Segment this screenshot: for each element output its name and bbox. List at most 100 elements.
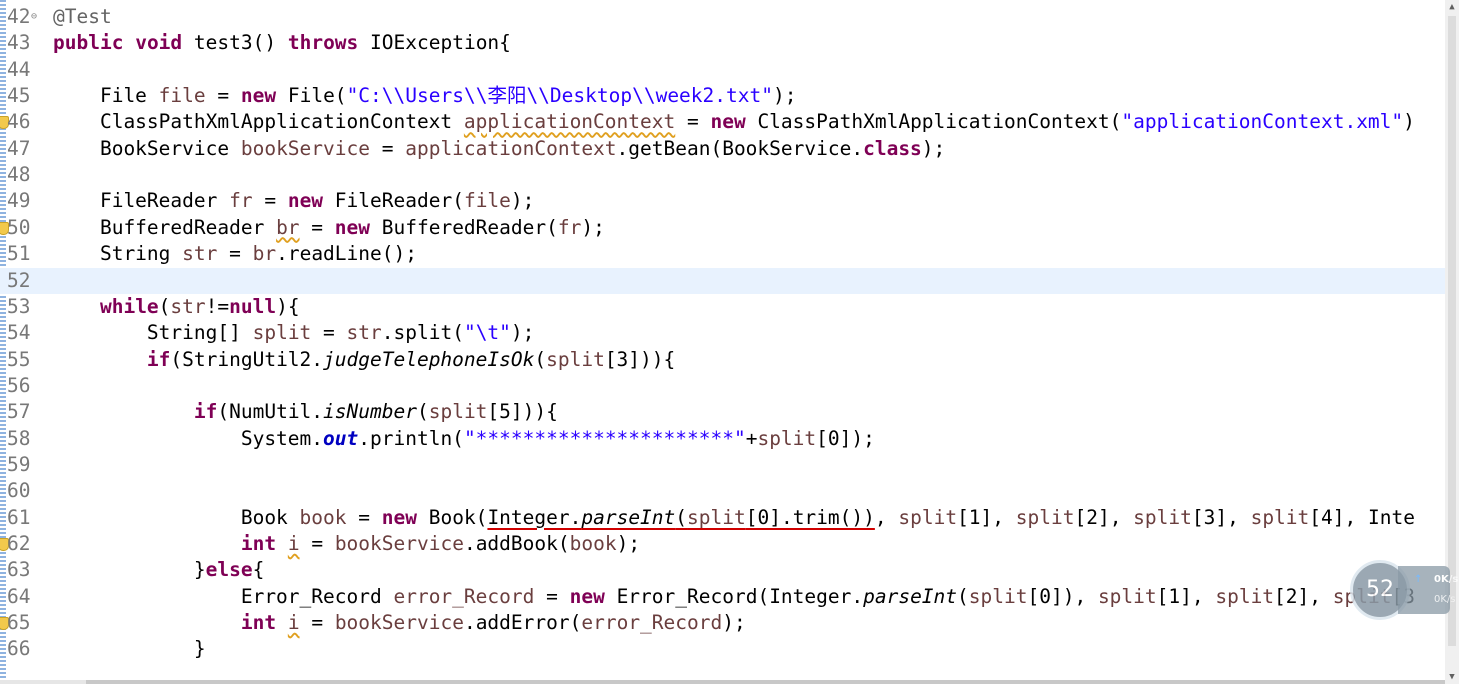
line-number: 53: [7, 294, 31, 318]
code-token: [53, 295, 100, 318]
code-line[interactable]: 56: [0, 373, 1445, 399]
code-token: "C:\\Users\\李阳\\Desktop\\week2.txt": [346, 84, 773, 108]
code-line[interactable]: 51 String str = br.readLine();: [0, 241, 1445, 267]
code-token: split: [687, 505, 746, 529]
upload-arrow-icon: ↑: [1414, 574, 1423, 585]
code-token: String: [53, 242, 183, 266]
code-line[interactable]: 63 }else{: [0, 557, 1445, 583]
code-token: split: [1250, 505, 1310, 529]
code-line[interactable]: 66 }: [0, 636, 1445, 662]
code-token: +: [745, 426, 758, 450]
code-line[interactable]: 62 int i = bookService.addBook(book);: [0, 531, 1445, 557]
code-token: split: [757, 426, 817, 450]
code-token: [53, 532, 241, 555]
line-number: 57: [7, 400, 31, 424]
code-text: BufferedReader br = new BufferedReader(f…: [53, 215, 605, 241]
code-line[interactable]: 60: [0, 478, 1445, 504]
code-line[interactable]: 64 Error_Record error_Record = new Error…: [0, 584, 1445, 610]
widget-value: 52: [1366, 577, 1394, 602]
line-number: 42: [7, 5, 31, 28]
code-token: );: [581, 215, 605, 239]
line-number: 66: [7, 637, 31, 661]
code-text: FileReader fr = new FileReader(file);: [53, 188, 534, 214]
code-token: applicationContext: [463, 110, 676, 134]
code-line[interactable]: 46 ClassPathXmlApplicationContext applic…: [0, 109, 1445, 135]
scroll-up-icon[interactable]: ▲: [1449, 2, 1455, 12]
code-line[interactable]: 55 if(StringUtil2.judgeTelephoneIsOk(spl…: [0, 347, 1445, 373]
code-token: BufferedReader(: [370, 215, 558, 239]
code-token: );: [510, 321, 535, 345]
code-token: throws: [287, 31, 359, 55]
code-token: Book(: [416, 505, 488, 529]
code-token: file: [158, 84, 206, 108]
code-token: =: [252, 189, 288, 213]
line-number: 60: [7, 479, 31, 503]
code-token: new: [381, 505, 417, 529]
line-number: 50: [7, 215, 31, 239]
fold-toggle-icon[interactable]: ⊖: [31, 11, 38, 22]
code-line[interactable]: 58 System.out.println("*****************…: [0, 426, 1445, 452]
code-token: =: [205, 84, 241, 108]
horizontal-scrollbar-thumb[interactable]: [86, 680, 1445, 684]
warning-marker-icon[interactable]: [0, 617, 9, 631]
code-token: =: [675, 110, 711, 134]
code-text: Book book = new Book(Integer.parseInt(sp…: [53, 505, 1415, 531]
code-line[interactable]: 45 File file = new File("C:\\Users\\李阳\\…: [0, 83, 1445, 109]
code-token: (: [416, 400, 429, 424]
code-token: [53, 611, 241, 634]
code-line[interactable]: 52: [0, 267, 1445, 294]
code-line[interactable]: 65 int i = bookService.addError(error_Re…: [0, 610, 1445, 636]
code-token: fr: [557, 215, 582, 239]
code-token: split: [252, 321, 312, 345]
code-token: );: [616, 532, 641, 555]
code-token: "\t": [463, 321, 511, 345]
line-number: 65: [7, 611, 31, 635]
code-line[interactable]: 42⊖ @Test: [0, 4, 1445, 30]
warning-marker-icon[interactable]: [0, 538, 9, 551]
code-line[interactable]: 48: [0, 162, 1445, 188]
code-token: test3(): [182, 31, 288, 55]
code-token: str: [170, 294, 206, 318]
code-text: }: [53, 636, 206, 662]
code-text: Error_Record error_Record = new Error_Re…: [53, 584, 1415, 610]
code-token: split: [1133, 505, 1192, 529]
line-number: 43: [7, 31, 31, 55]
code-token: (: [957, 584, 969, 608]
code-line[interactable]: 50 BufferedReader br = new BufferedReade…: [0, 215, 1445, 241]
code-line[interactable]: 49 FileReader fr = new FileReader(file);: [0, 188, 1445, 214]
code-token: =: [311, 321, 347, 345]
code-line[interactable]: 59: [0, 452, 1445, 478]
code-token: book: [299, 505, 347, 529]
line-number: 56: [7, 373, 31, 397]
code-token: split: [968, 584, 1028, 608]
line-number: 49: [7, 189, 31, 213]
warning-marker-icon[interactable]: [0, 116, 9, 130]
code-token: [276, 611, 288, 634]
code-line[interactable]: 53 while(str!=null){: [0, 294, 1445, 320]
code-token: BufferedReader: [53, 215, 277, 239]
scrollbar-thumb[interactable]: [1448, 16, 1456, 646]
vertical-scrollbar[interactable]: ▲ ▼: [1445, 0, 1459, 684]
code-line[interactable]: 47 BookService bookService = application…: [0, 136, 1445, 162]
code-token: (NumUtil.: [217, 400, 324, 424]
code-token: null: [229, 294, 277, 318]
code-token: ): [1403, 110, 1415, 134]
code-line[interactable]: 61 Book book = new Book(Integer.parseInt…: [0, 505, 1445, 531]
code-line[interactable]: 54 String[] split = str.split("\t");: [0, 320, 1445, 346]
code-line[interactable]: 57 if(NumUtil.isNumber(split[5])){: [0, 399, 1445, 425]
scroll-down-icon[interactable]: ▼: [1449, 672, 1455, 682]
code-token: Error_Record(Integer.: [604, 584, 864, 608]
horizontal-scrollbar[interactable]: [0, 680, 1445, 684]
line-number: 51: [7, 242, 31, 266]
line-number: 45: [7, 84, 31, 108]
warning-marker-icon[interactable]: [0, 221, 9, 235]
code-token: }: [53, 558, 206, 582]
code-text: @Test: [53, 4, 112, 30]
code-text: int i = bookService.addBook(book);: [53, 531, 640, 557]
code-line[interactable]: 44: [0, 57, 1445, 83]
code-token: parseInt: [581, 505, 676, 529]
code-token: ){: [276, 294, 300, 318]
code-token: [123, 31, 135, 54]
